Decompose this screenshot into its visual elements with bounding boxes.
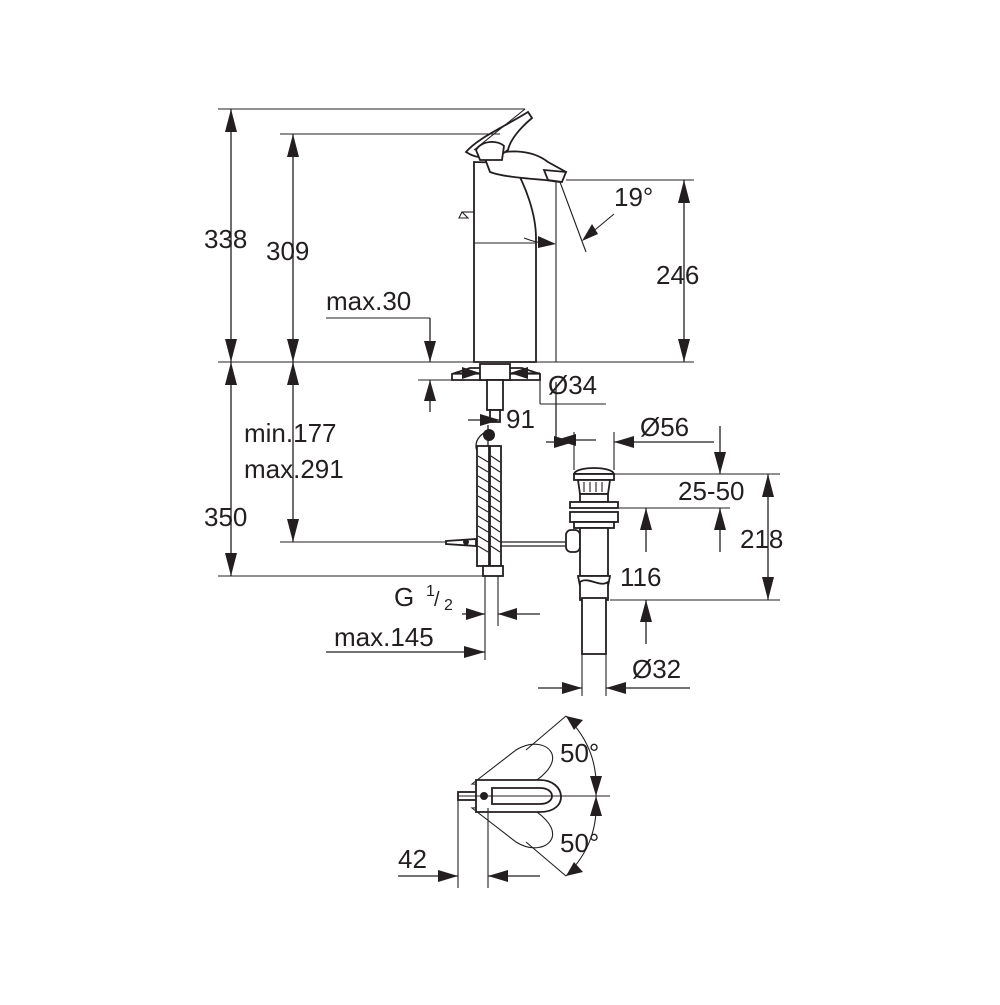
label-max-width: max.145 <box>334 622 434 652</box>
faucet-body <box>458 161 537 363</box>
dim-116 <box>640 508 652 644</box>
label-total-height: 338 <box>204 224 247 254</box>
dim-dia-56 <box>546 432 714 470</box>
dim-min-max <box>280 362 446 543</box>
label-spout-height: 309 <box>266 236 309 266</box>
faucet-handle <box>464 110 534 161</box>
dim-338 <box>218 108 560 363</box>
label-spout-angle: 19° <box>614 182 653 212</box>
label-waste-diameter: Ø56 <box>640 412 689 442</box>
label-waste-total: 218 <box>740 524 783 554</box>
dim-25-50 <box>612 426 780 552</box>
pop-up-rod <box>445 538 565 547</box>
dim-309 <box>280 133 500 362</box>
lever-plan-view <box>398 715 610 888</box>
label-lever-angle-up: 50° <box>560 738 599 768</box>
label-thread-slash: / <box>434 589 440 611</box>
label-projection: 91 <box>506 404 535 434</box>
label-waste-adjust: 25-50 <box>678 476 745 506</box>
supply-hoses <box>475 425 504 577</box>
label-max-deck: max.30 <box>326 286 411 316</box>
label-hole-diameter: Ø34 <box>548 370 597 400</box>
dim-350 <box>218 362 496 577</box>
label-thread-den: 2 <box>444 597 453 614</box>
label-max-range: max.291 <box>244 454 344 484</box>
dim-dia-34 <box>455 367 606 405</box>
label-thread: G 1 / 2 <box>394 582 453 614</box>
label-tail-diameter: Ø32 <box>632 654 681 684</box>
faucet-spout <box>482 150 568 183</box>
label-min-range: min.177 <box>244 418 337 448</box>
label-thread-g: G <box>394 582 414 612</box>
dim-dia-32 <box>538 654 690 696</box>
pop-up-waste <box>565 467 619 655</box>
dim-thread <box>462 576 540 626</box>
dim-218 <box>610 474 780 601</box>
dim-19-deg <box>523 181 615 362</box>
dim-max-30 <box>326 317 452 412</box>
label-lever-angle-down: 50° <box>560 828 599 858</box>
label-waste-length: 116 <box>620 562 661 592</box>
label-lever-offset: 42 <box>398 844 427 874</box>
dim-max-145 <box>326 626 486 660</box>
label-thread-num: 1 <box>426 583 435 600</box>
label-below-deck: 350 <box>204 502 247 532</box>
label-outlet-height: 246 <box>656 260 699 290</box>
dim-246 <box>560 179 694 363</box>
